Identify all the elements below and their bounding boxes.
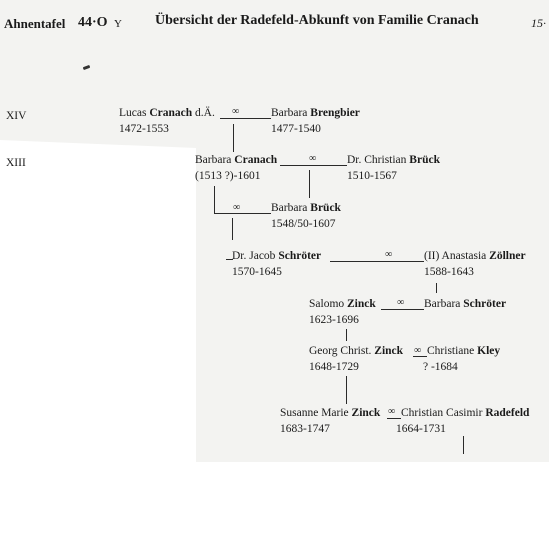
descent-line bbox=[436, 283, 437, 293]
person-dates: (1513 ?)-1601 bbox=[195, 170, 261, 182]
person-name: Georg Christ. Zinck bbox=[309, 345, 404, 357]
torn-edge bbox=[0, 140, 196, 470]
page-number: 15· bbox=[531, 16, 546, 30]
marriage-line bbox=[220, 118, 271, 119]
descent-line bbox=[309, 170, 310, 198]
person-name: Salomo Zinck bbox=[309, 298, 376, 310]
header-letter: Y bbox=[114, 18, 122, 30]
person-dates: 1623-1696 bbox=[309, 314, 359, 326]
marriage-symbol: ∞ bbox=[414, 345, 422, 356]
marriage-symbol: ∞ bbox=[309, 153, 317, 164]
marriage-line bbox=[214, 213, 271, 214]
person-dates: 1664-1731 bbox=[396, 423, 446, 435]
person-dates: 1472-1553 bbox=[119, 123, 169, 135]
person-name: Christian Casimir Radefeld bbox=[401, 407, 530, 419]
person-dates: 1648-1729 bbox=[309, 361, 359, 373]
header-number: 44·O bbox=[78, 15, 108, 30]
person-dates: 1548/50-1607 bbox=[271, 218, 336, 230]
person-name: Barbara Schröter bbox=[424, 298, 507, 310]
person-name: Dr. Christian Brück bbox=[347, 154, 440, 166]
descent-line bbox=[463, 436, 464, 454]
descent-line bbox=[346, 376, 347, 404]
marriage-line bbox=[330, 261, 424, 262]
person-name: Susanne Marie Zinck bbox=[280, 407, 381, 419]
marriage-line bbox=[381, 309, 424, 310]
descent-line bbox=[233, 124, 234, 152]
person-dates: 1683-1747 bbox=[280, 423, 330, 435]
person-name: Dr. Jacob Schröter bbox=[232, 250, 322, 262]
person-dates: 1588-1643 bbox=[424, 266, 474, 278]
marriage-line bbox=[413, 356, 427, 357]
person-name: Christiane Kley bbox=[427, 345, 501, 357]
header-title-left: Ahnentafel bbox=[4, 16, 66, 31]
person-dates: 1510-1567 bbox=[347, 170, 397, 182]
marriage-symbol: ∞ bbox=[388, 406, 396, 417]
connector-line bbox=[226, 259, 233, 260]
person-dates: 1570-1645 bbox=[232, 266, 282, 278]
header-title-main: Übersicht der Radefeld-Abkunft von Famil… bbox=[155, 13, 479, 28]
descent-line bbox=[346, 329, 347, 341]
marriage-line bbox=[280, 165, 347, 166]
descent-line bbox=[232, 218, 233, 240]
generation-label-xiii: XIII bbox=[6, 157, 26, 169]
person-name: Lucas Cranach d.Ä. bbox=[119, 107, 215, 119]
marriage-symbol: ∞ bbox=[397, 297, 405, 308]
marriage-symbol: ∞ bbox=[233, 202, 241, 213]
generation-label-xiv: XIV bbox=[6, 110, 27, 122]
marriage-line bbox=[387, 418, 401, 419]
person-name: Barbara Brück bbox=[271, 202, 341, 214]
person-name: (II) Anastasia Zöllner bbox=[424, 250, 526, 262]
marriage-symbol: ∞ bbox=[232, 106, 240, 117]
blank-margin bbox=[0, 462, 549, 547]
person-name: Barbara Cranach bbox=[195, 154, 278, 166]
bracket-line bbox=[214, 186, 215, 214]
person-dates: ? -1684 bbox=[423, 361, 458, 373]
person-name: Barbara Brengbier bbox=[271, 107, 360, 119]
person-dates: 1477-1540 bbox=[271, 123, 321, 135]
marriage-symbol: ∞ bbox=[385, 249, 393, 260]
